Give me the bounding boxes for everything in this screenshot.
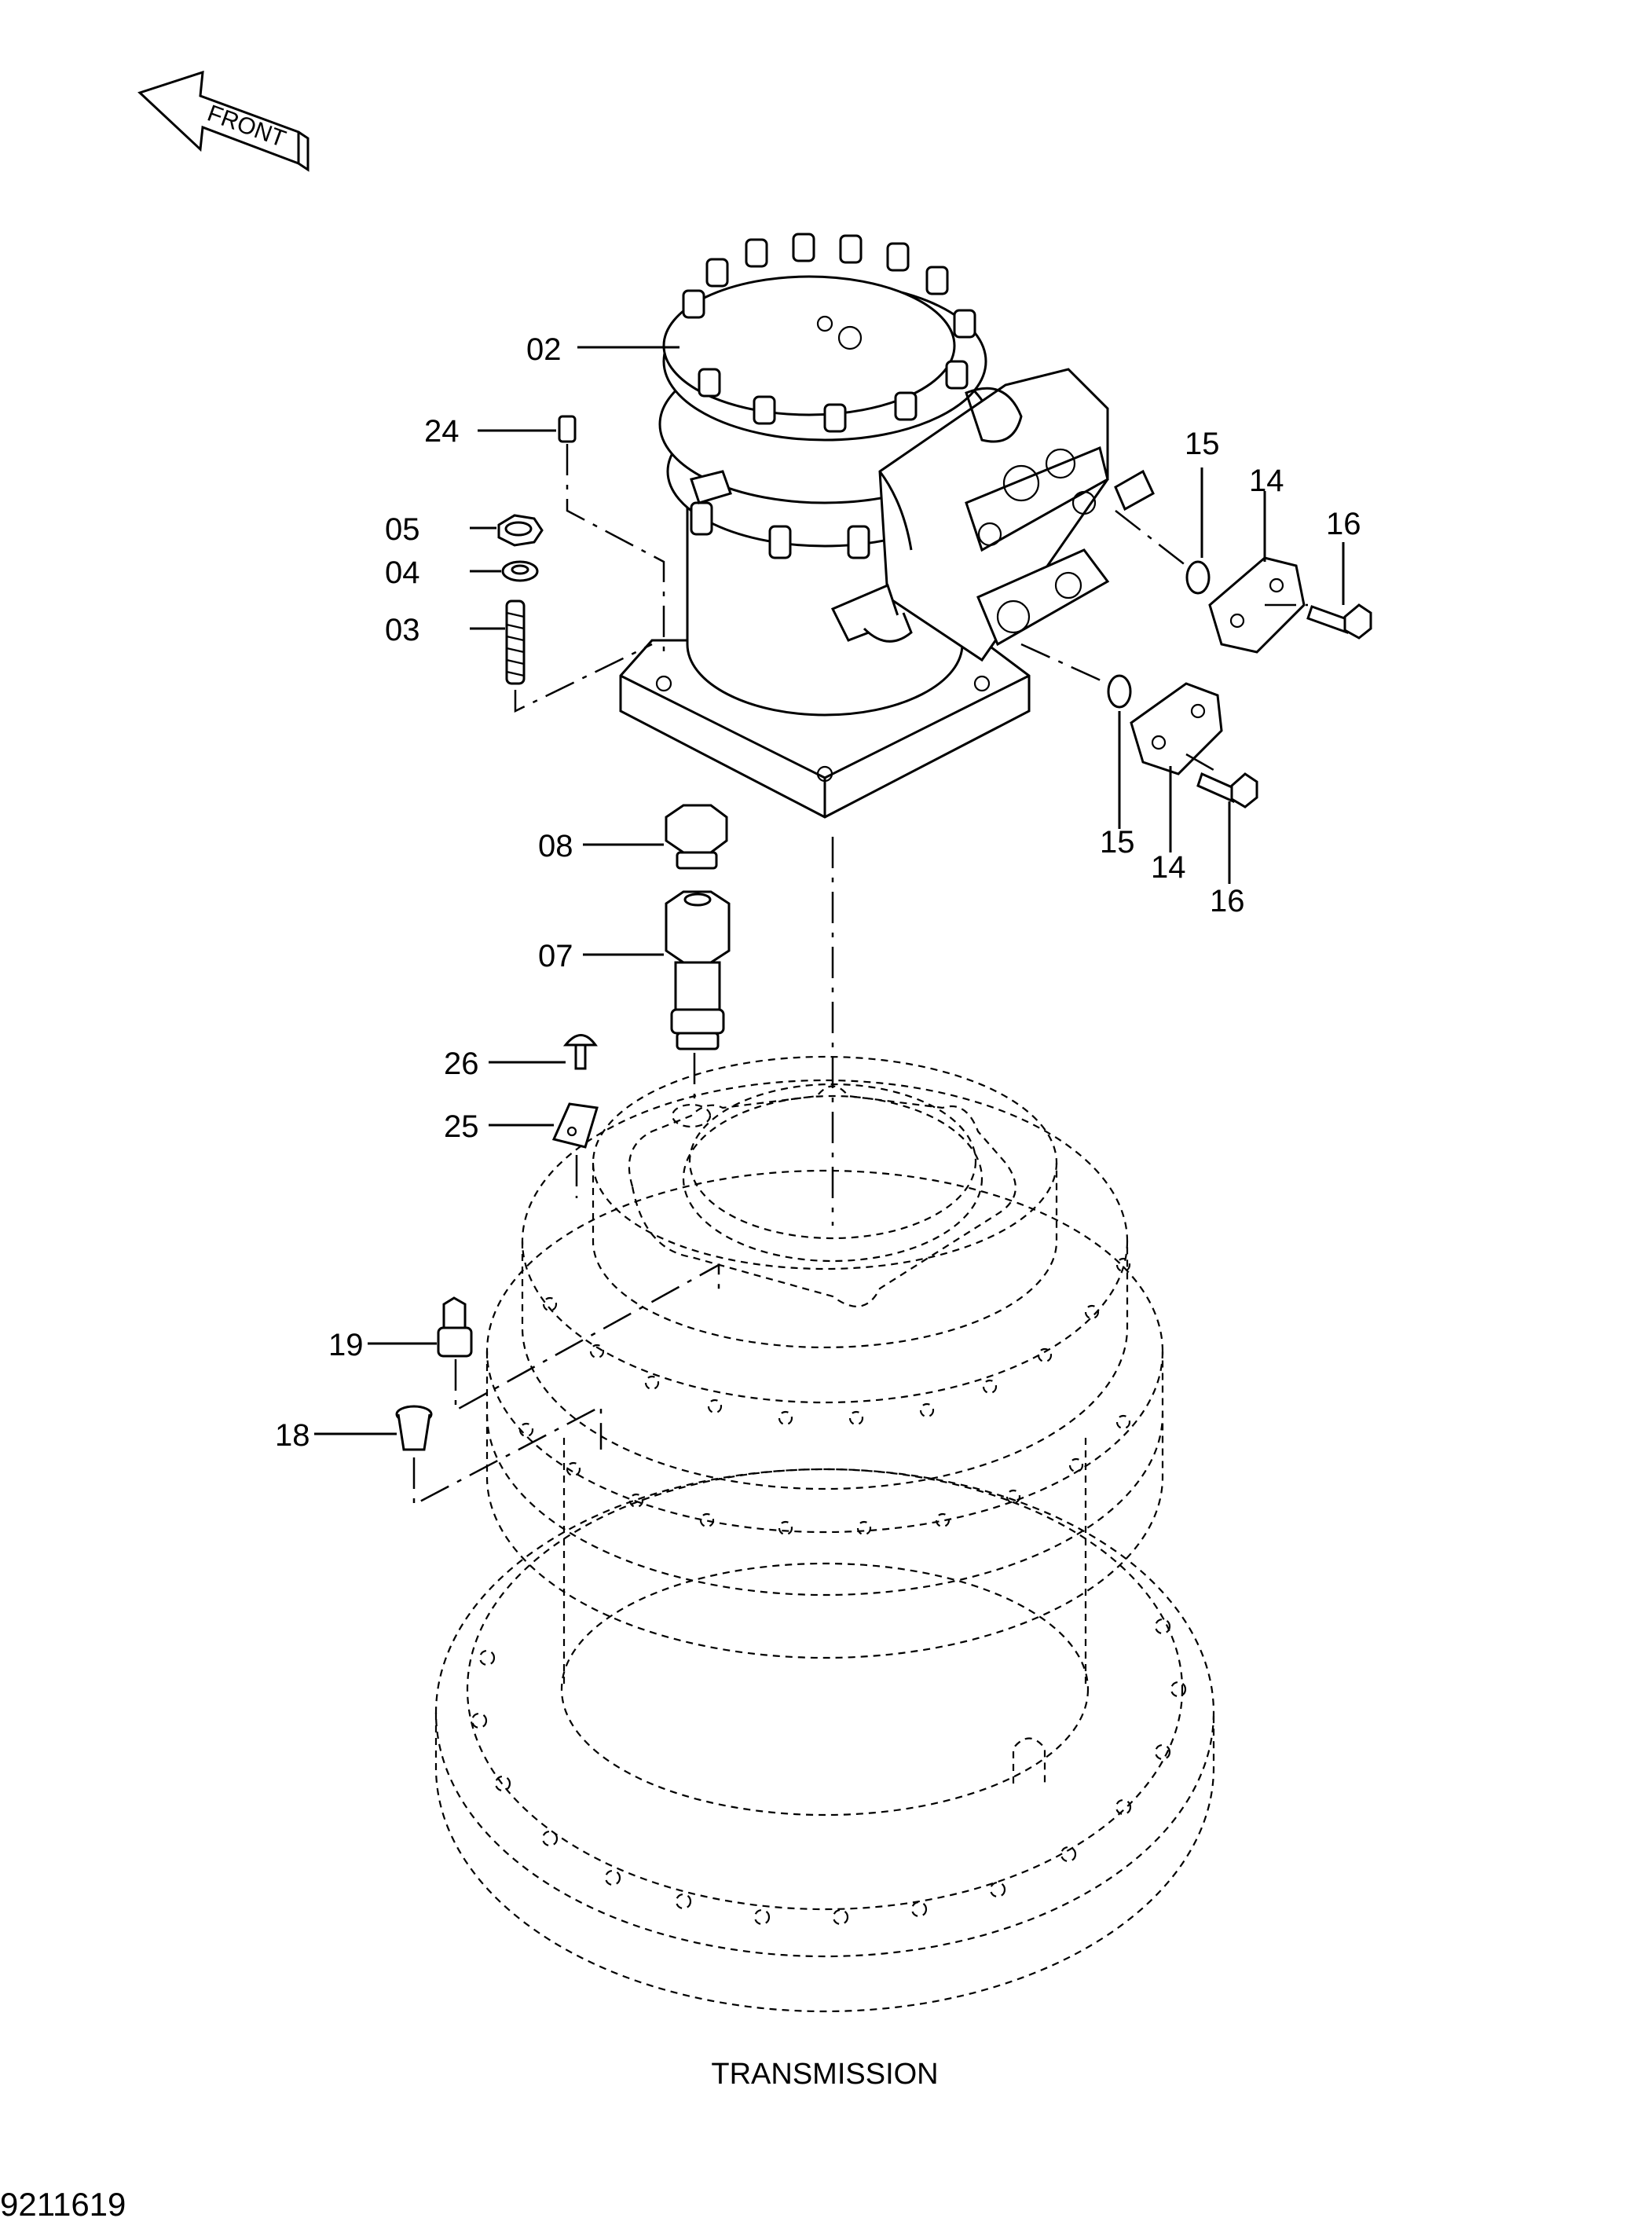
callout-26: 26 [444, 1047, 479, 1081]
part-04-washer [501, 560, 539, 582]
part-14-cover-upper [1208, 556, 1308, 654]
callout-14-lower: 14 [1151, 850, 1186, 885]
callout-04: 04 [385, 555, 420, 590]
swing-motor-part [619, 233, 1155, 819]
callout-25: 25 [444, 1109, 479, 1144]
part-08-plug [665, 804, 728, 870]
part-14-cover-lower [1130, 682, 1223, 775]
callout-05: 05 [385, 512, 420, 547]
callout-07: 07 [538, 939, 573, 973]
drawing-number: 9211619 [0, 2186, 126, 2223]
part-03-stud [505, 599, 653, 713]
callout-02: 02 [526, 332, 562, 367]
callout-15-upper: 15 [1185, 427, 1220, 461]
callout-08: 08 [538, 829, 573, 863]
part-05-nut [497, 514, 544, 547]
callout-18: 18 [275, 1418, 310, 1453]
diagram-caption: TRANSMISSION [711, 2058, 938, 2091]
callout-16-upper: 16 [1326, 507, 1361, 541]
callout-15-lower: 15 [1100, 825, 1135, 860]
front-arrow-icon: FRONT [137, 70, 310, 172]
part-18-plug [395, 1404, 603, 1507]
part-15-oring-upper [1115, 510, 1211, 595]
part-24-plug [558, 415, 665, 652]
part-16-bolt-lower [1196, 772, 1258, 808]
part-26-rivet [562, 1034, 598, 1070]
callout-14-upper: 14 [1249, 464, 1284, 498]
part-15-oring-lower [1020, 643, 1132, 709]
leader-lines [314, 346, 1345, 1435]
callout-16-lower: 16 [1210, 884, 1245, 918]
part-19-plug [437, 1263, 720, 1413]
part-07-fitting [665, 890, 731, 1128]
callout-19: 19 [328, 1328, 364, 1362]
transmission-housing [434, 1055, 1215, 2013]
callout-03: 03 [385, 613, 420, 647]
part-25-plate [551, 1102, 599, 1198]
part-16-bolt-upper [1306, 603, 1372, 640]
callout-24: 24 [424, 414, 460, 449]
